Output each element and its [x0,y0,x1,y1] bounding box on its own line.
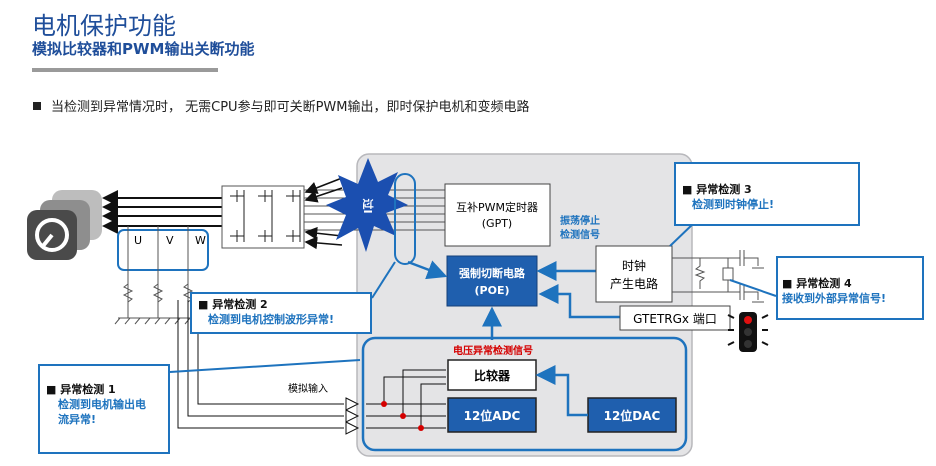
title-underline [32,68,218,72]
arrow-dac-to-comparator [535,365,588,417]
summary-bullet: 当检测到异常情况时， 无需CPU参与即可关断PWM输出，即时保护电机和变频电路 [33,96,529,115]
crystal-oscillator-circuit [672,250,764,303]
gpt-label-2: (GPT) [482,217,512,230]
callout-3-title: ■ 异常检测 3 [682,183,752,196]
gate-arrows [304,177,343,250]
arrow-gate-to-poe [407,260,448,280]
overcurrent-burst-icon: 过Ⅰ [326,158,408,252]
label-v: V [166,234,174,247]
gpt-label-1: 互补PWM定时器 [456,200,538,214]
osc-stop-label-2: 检测信号 [560,228,600,241]
clock-generator-block [595,245,673,303]
adc-label: 12位ADC [464,408,521,423]
label-u: U [134,234,142,247]
callout-detection-3: ■ 异常检测 3 检测到时钟停止! [674,162,860,226]
gtetrg-label: GTETRGx 端口 [633,312,717,326]
callout-detection-1: ■ 异常检测 1 检测到电机输出电 流异常! [38,364,170,454]
callout-detection-4: ■ 异常检测 4 接收到外部异常信号! [776,256,924,320]
motor-output-lines [102,190,222,234]
page-title: 电机保护功能 [32,12,176,40]
input-buffer-icons [345,397,360,435]
burst-label: 过Ⅰ [361,198,375,213]
uvw-highlight [117,229,209,271]
callout-2-body: 检测到电机控制波形异常! [208,313,335,326]
analog-block-outline [361,336,688,452]
page-subtitle: 模拟比较器和PWM输出关断功能 [32,40,255,58]
dac-block [587,397,677,433]
traffic-light-icon [727,312,769,352]
gtetrg-port-block [619,305,731,331]
voltage-signal-label: 电压异常检测信号 [453,344,533,357]
arrow-gtetrg-to-poe [538,284,620,319]
analog-input-label: 模拟输入 [288,382,328,395]
junction-dots [381,401,424,431]
callout-4-title: ■ 异常检测 4 [782,277,852,290]
motor-icon [27,190,102,260]
clock-label-1: 时钟 [622,258,646,273]
adc-block [447,397,537,433]
callout-1-title: ■ 异常检测 1 [46,383,116,396]
callout-3-body: 检测到时钟停止! [692,198,775,211]
callout-1-body-1: 检测到电机输出电 [58,398,146,411]
poe-block [446,255,538,307]
gate-signal-highlight [394,173,416,265]
bullet-square-icon [33,102,41,110]
callout-detection-2: ■ 异常检测 2 检测到电机控制波形异常! [190,292,372,334]
inverter-bridge [221,185,305,249]
callout-4-body: 接收到外部异常信号! [782,292,887,305]
gpt-block [444,183,551,247]
summary-text: 当检测到异常情况时， 无需CPU参与即可关断PWM输出，即时保护电机和变频电路 [51,100,530,115]
callout-1-body-2: 流异常! [58,413,97,426]
poe-label-2: (POE) [475,284,510,297]
poe-label-1: 强制切断电路 [459,266,526,280]
clock-label-2: 产生电路 [610,276,658,291]
label-w: W [195,234,206,247]
dac-label: 12位DAC [604,408,661,423]
shunt-resistors [114,283,198,325]
callout-2-title: ■ 异常检测 2 [198,298,268,311]
comparator-label: 比较器 [474,368,511,383]
osc-stop-label-1: 振荡停止 [560,214,600,227]
